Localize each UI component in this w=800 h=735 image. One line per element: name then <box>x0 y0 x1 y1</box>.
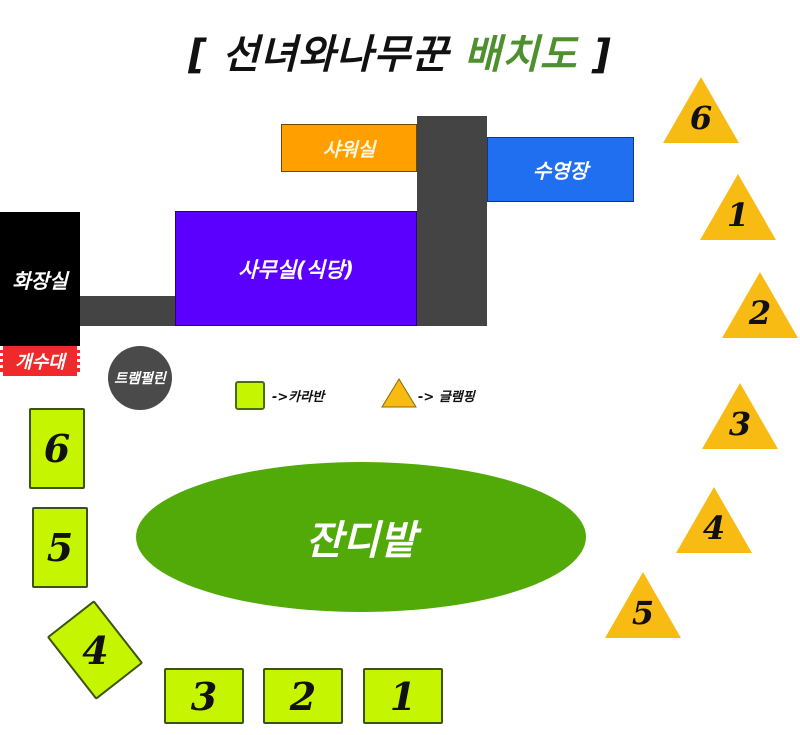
triangle-icon <box>676 487 752 553</box>
glamping-number: 2 <box>748 294 772 332</box>
page-title: [ 선녀와나무꾼 배치도 ] <box>0 22 800 80</box>
caravan-number: 3 <box>190 673 218 719</box>
trampoline: 트램펄린 <box>108 346 172 410</box>
office-cafeteria: 사무실(식당) <box>175 211 417 326</box>
restroom-label: 화장실 <box>12 268 68 293</box>
shower-room: 샤워실 <box>281 124 417 172</box>
caravan-number: 6 <box>43 426 71 471</box>
caravan-number: 5 <box>46 525 74 570</box>
swimming-pool: 수영장 <box>487 137 634 202</box>
glamping-number: 1 <box>726 196 750 234</box>
swimming-pool-label: 수영장 <box>532 159 589 183</box>
glamping-6[interactable]: 6 <box>661 75 741 145</box>
legend-glamping-label: -> 글램핑 <box>418 390 475 405</box>
glamping-5[interactable]: 5 <box>603 570 683 640</box>
title-close-bracket: ] <box>592 32 612 78</box>
caravan-3[interactable]: 3 <box>164 668 244 724</box>
corridor-vertical <box>417 116 487 326</box>
washing-area: 개수대 <box>0 346 80 376</box>
glamping-3[interactable]: 3 <box>700 381 780 451</box>
corridor-horizontal <box>80 296 175 326</box>
lawn-field-label: 잔디밭 <box>305 518 417 564</box>
triangle-icon <box>702 383 778 449</box>
legend-caravan-label: ->카라반 <box>272 390 325 405</box>
glamping-number: 3 <box>728 405 752 443</box>
caravan-2[interactable]: 2 <box>263 668 343 724</box>
caravan-1[interactable]: 1 <box>363 668 443 724</box>
office-cafeteria-label: 사무실(식당) <box>238 257 354 282</box>
legend-glamping-icon <box>381 378 417 408</box>
trampoline-label: 트램펄린 <box>114 371 166 387</box>
caravan-number: 2 <box>289 673 317 719</box>
title-main: 선녀와나무꾼 <box>222 32 450 78</box>
glamping-4[interactable]: 4 <box>674 485 754 555</box>
glamping-number: 6 <box>689 99 713 137</box>
triangle-icon <box>722 272 798 338</box>
triangle-icon <box>605 572 681 638</box>
glamping-number: 5 <box>631 594 655 632</box>
caravan-number: 1 <box>389 673 417 719</box>
glamping-number: 4 <box>702 509 726 547</box>
shower-room-label: 샤워실 <box>322 138 376 161</box>
caravan-number: 4 <box>81 627 109 673</box>
triangle-icon <box>700 174 776 240</box>
glamping-2[interactable]: 2 <box>720 270 800 340</box>
caravan-4[interactable]: 4 <box>46 600 144 700</box>
title-open-bracket: [ <box>188 32 208 78</box>
lawn-field: 잔디밭 <box>136 462 586 612</box>
caravan-6[interactable]: 6 <box>29 408 85 489</box>
caravan-5[interactable]: 5 <box>32 507 88 588</box>
restroom: 화장실 <box>0 212 80 346</box>
washing-area-label: 개수대 <box>15 352 65 373</box>
title-accent: 배치도 <box>464 32 578 78</box>
glamping-1[interactable]: 1 <box>698 172 778 242</box>
triangle-icon <box>663 77 739 143</box>
legend-caravan-icon <box>235 381 265 410</box>
